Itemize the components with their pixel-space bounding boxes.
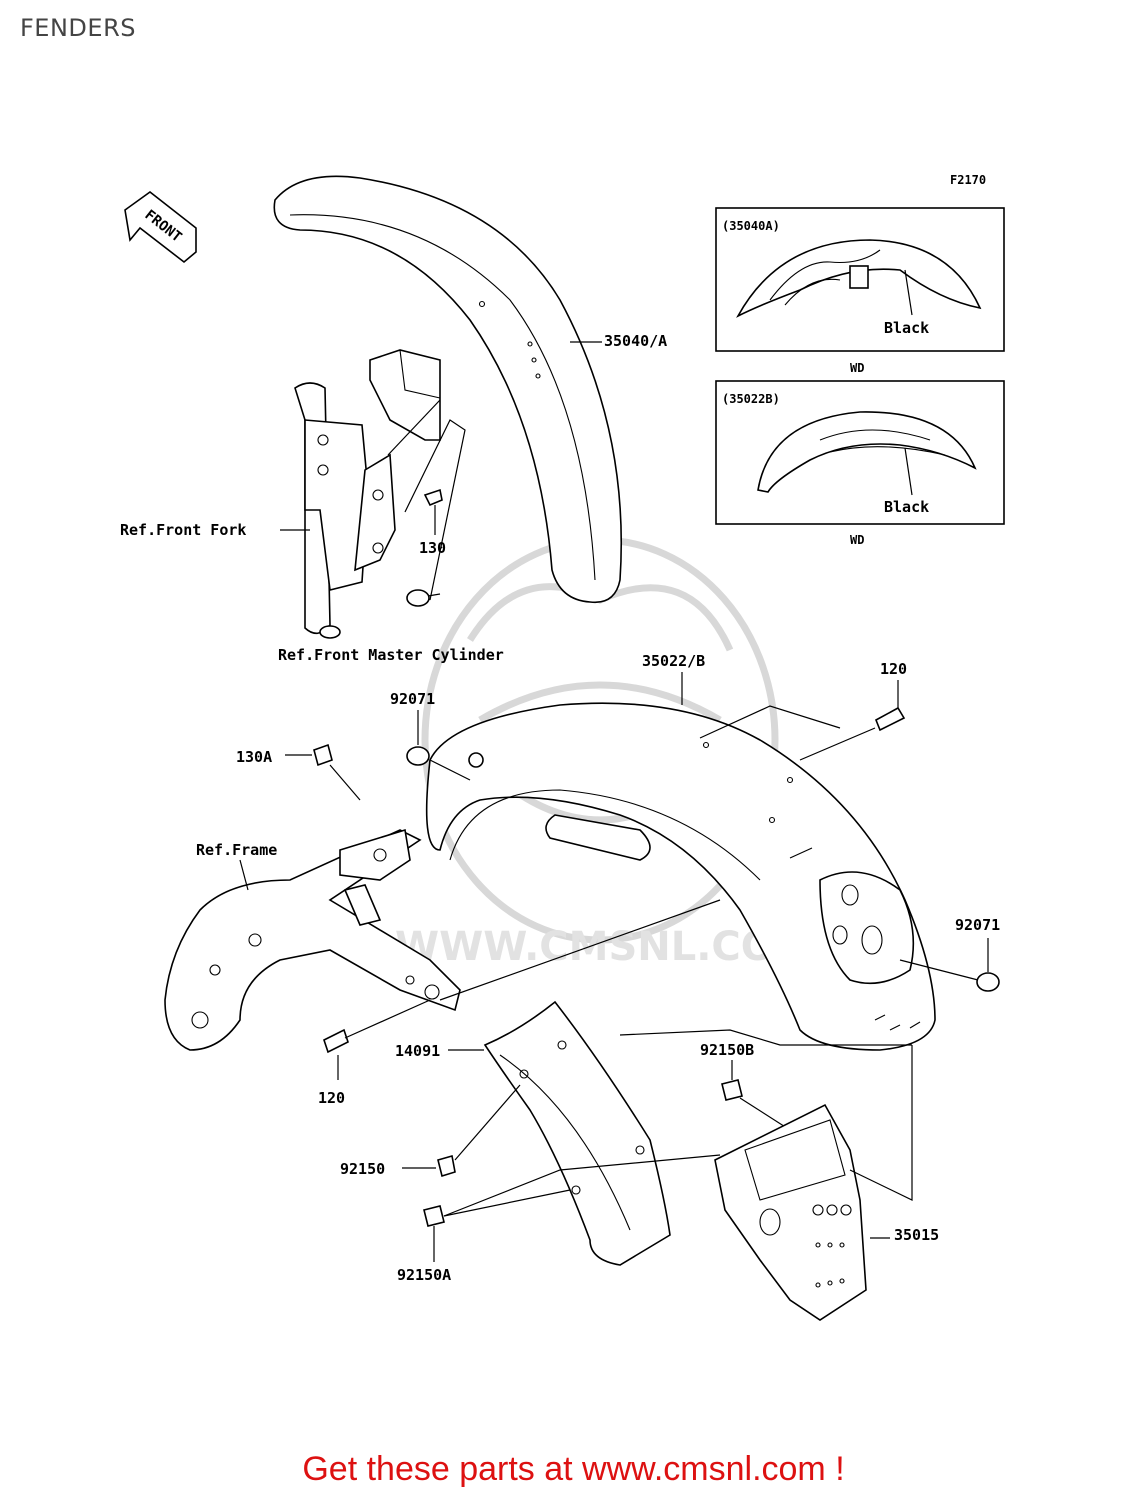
label-14091: 14091 bbox=[395, 1042, 440, 1060]
damper-92071-right bbox=[899, 938, 1000, 992]
label-35022b: 35022/B bbox=[642, 652, 705, 670]
inner-fender-14091 bbox=[483, 1000, 671, 1266]
inset-35040a-color: Black bbox=[884, 319, 929, 337]
label-92150: 92150 bbox=[340, 1160, 385, 1178]
inset-35022b-color: Black bbox=[884, 498, 929, 516]
diagram-code: F2170 bbox=[950, 173, 986, 187]
label-ref-frame: Ref.Frame bbox=[196, 841, 277, 859]
bolt-130a bbox=[285, 743, 361, 801]
label-ref-master-cylinder: Ref.Front Master Cylinder bbox=[278, 646, 504, 664]
label-120-bottom: 120 bbox=[318, 1089, 345, 1107]
label-92071-top: 92071 bbox=[390, 690, 435, 708]
inset-35022b: (35022B) Black bbox=[715, 380, 1005, 525]
watermark-logo: WWW.CMSNL.COM bbox=[395, 536, 815, 970]
label-92071-right: 92071 bbox=[955, 916, 1000, 934]
bolt-92150a bbox=[423, 1154, 721, 1262]
front-fender bbox=[273, 175, 623, 604]
label-130: 130 bbox=[419, 539, 446, 557]
front-fork bbox=[294, 382, 466, 639]
label-130a: 130A bbox=[236, 748, 272, 766]
inset-35022b-caption: WD bbox=[850, 533, 864, 547]
label-35015: 35015 bbox=[894, 1226, 939, 1244]
inset-35040a: (35040A) Black bbox=[715, 207, 1005, 352]
bolt-130 bbox=[423, 488, 443, 535]
rear-fender bbox=[425, 702, 936, 1051]
footer-link[interactable]: Get these parts at www.cmsnl.com ! bbox=[302, 1450, 845, 1488]
license-bracket-35015 bbox=[714, 1045, 913, 1321]
watermark-text: WWW.CMSNL.COM bbox=[395, 924, 815, 970]
inset-35040a-code: (35040A) bbox=[722, 219, 780, 233]
bolt-120-top bbox=[699, 680, 906, 761]
bolt-92150b bbox=[619, 1029, 912, 1131]
master-cylinder-fitting bbox=[406, 589, 441, 607]
bolt-92150 bbox=[402, 1084, 521, 1178]
frame bbox=[164, 828, 461, 1051]
label-ref-front-fork: Ref.Front Fork bbox=[120, 521, 246, 539]
label-35040a: 35040/A bbox=[604, 332, 667, 350]
bolt-120-bottom bbox=[323, 899, 721, 1080]
label-120-top: 120 bbox=[880, 660, 907, 678]
page-title: FENDERS bbox=[20, 14, 136, 42]
inset-35040a-caption: WD bbox=[850, 361, 864, 375]
label-92150b: 92150B bbox=[700, 1041, 754, 1059]
damper-92071-top bbox=[406, 710, 471, 781]
label-92150a: 92150A bbox=[397, 1266, 451, 1284]
inset-35022b-code: (35022B) bbox=[722, 392, 780, 406]
front-arrow-icon: FRONT bbox=[124, 190, 197, 264]
